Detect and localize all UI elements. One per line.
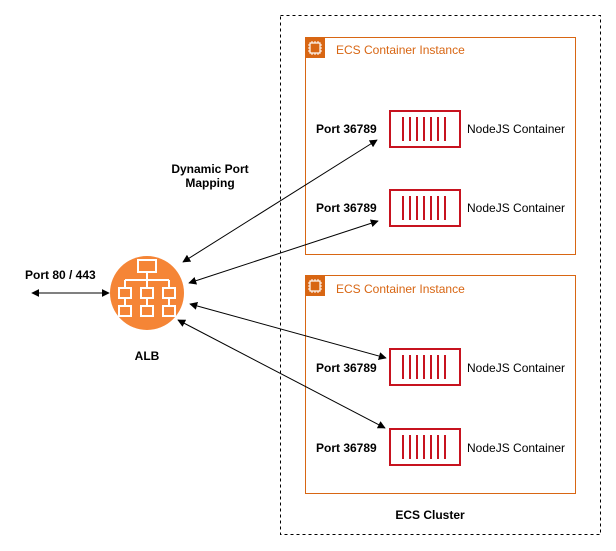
container-name-label: NodeJS Container (467, 441, 566, 455)
mapping-arrow-4 (177, 319, 386, 429)
container-name-label: NodeJS Container (467, 361, 566, 375)
container-icon (389, 110, 461, 148)
instance-2-title: ECS Container Instance (336, 282, 465, 296)
container-icon (389, 189, 461, 227)
mapping-arrow-2 (188, 219, 379, 285)
load-balancer-icon (110, 256, 184, 330)
container-icon (389, 348, 461, 386)
container-name-label: NodeJS Container (467, 201, 566, 215)
alb-label: ALB (134, 349, 160, 363)
mapping-label-line2: Mapping (185, 176, 235, 190)
instance-1-title: ECS Container Instance (336, 43, 465, 57)
container-port-label: Port 36789 (316, 361, 377, 375)
mapping-label-line1: Dynamic Port (171, 162, 249, 176)
container-port-label: Port 36789 (316, 201, 377, 215)
container-port-label: Port 36789 (316, 122, 377, 136)
ecs-cluster-label: ECS Cluster (395, 508, 465, 522)
container-name-label: NodeJS Container (467, 122, 566, 136)
ecs-instance-icon (305, 276, 325, 296)
container-icon (389, 428, 461, 466)
container-port-label: Port 36789 (316, 441, 377, 455)
ecs-instance-icon (305, 38, 325, 58)
listener-port-label: Port 80 / 443 (25, 268, 96, 282)
